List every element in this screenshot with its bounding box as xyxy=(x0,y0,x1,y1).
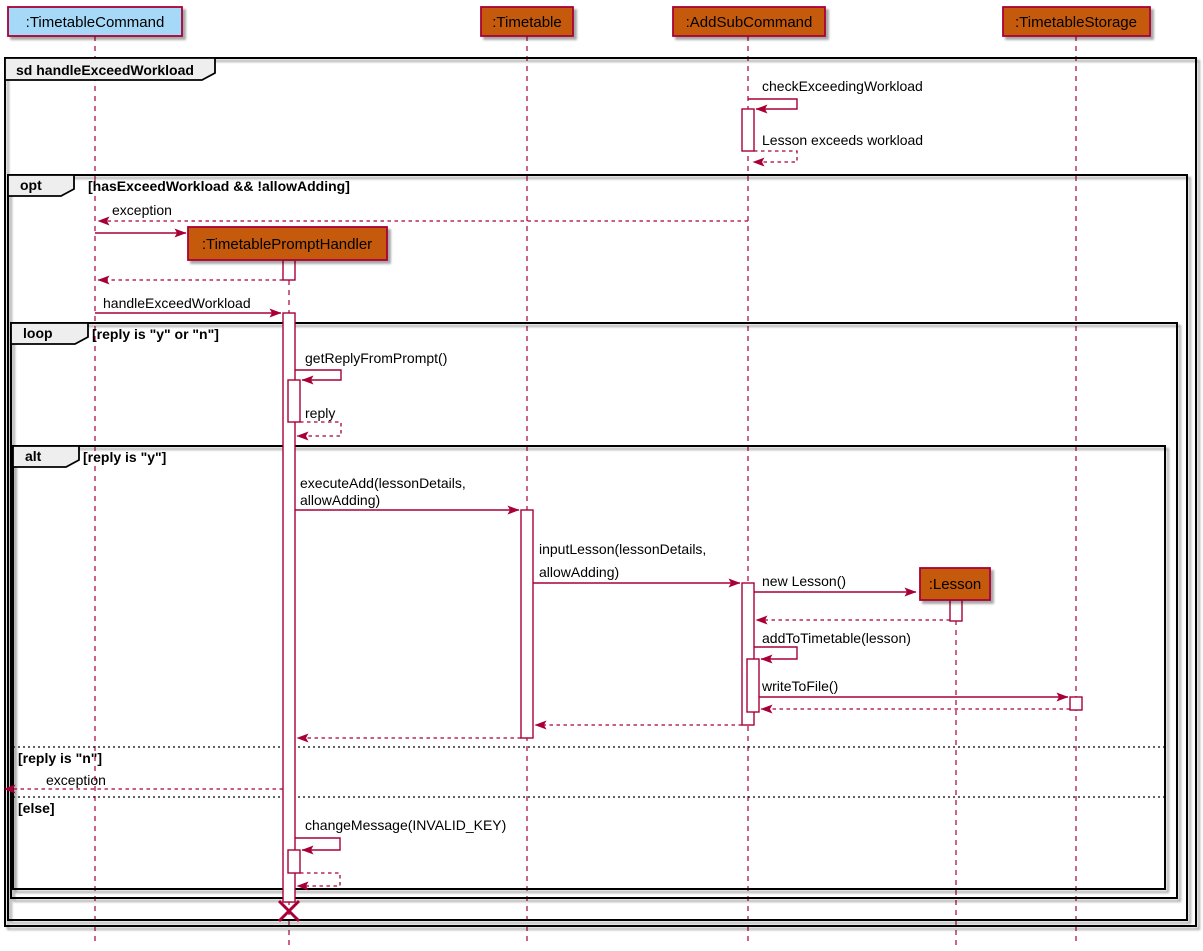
destroy-x-line-2 xyxy=(277,899,301,923)
frame-loop-guard: [reply is "y" or "n"] xyxy=(92,326,219,342)
message-arrow-lesson-exceeds-workload xyxy=(752,150,798,167)
participant-label-add-sub-command: :AddSubCommand xyxy=(686,14,813,31)
message-arrow-get-reply-from-prompt xyxy=(295,369,342,385)
message-arrow-add-to-timetable xyxy=(754,646,798,664)
message-label-execute-add-line2: allowAdding) xyxy=(300,492,380,508)
frame-loop xyxy=(10,322,1178,899)
message-arrow-change-message-return xyxy=(296,872,341,891)
message-label-input-lesson-line2: allowAdding) xyxy=(539,564,619,580)
message-label-execute-add-line1: executeAdd(lessonDetails, xyxy=(300,475,466,491)
frame-sd-label-pentagon xyxy=(4,57,216,81)
frame-alt-label-pentagon xyxy=(12,445,80,468)
message-label-exception-alt: exception xyxy=(46,772,106,788)
message-arrow-reply xyxy=(296,421,342,441)
lifelines xyxy=(94,36,1077,945)
participant-box-lesson xyxy=(919,567,991,601)
frame-loop-label: loop xyxy=(23,325,53,341)
message-label-handle-exceed-workload: handleExceedWorkload xyxy=(103,295,251,311)
frame-opt xyxy=(7,174,1188,921)
message-arrow-check-exceeding-workload xyxy=(748,98,798,114)
message-label-add-to-timetable: addToTimetable(lesson) xyxy=(762,630,911,646)
frame-alt-guard: [reply is "y"] xyxy=(83,449,166,465)
activation-prompthandler-getreply xyxy=(287,379,301,423)
message-label-change-message: changeMessage(INVALID_KEY) xyxy=(305,817,506,833)
frame-alt-label: alt xyxy=(25,448,42,464)
participant-label-timetable-prompt-handler: :TimetablePromptHandler xyxy=(202,236,372,253)
message-label-reply: reply xyxy=(305,405,335,421)
activation-prompthandler-create xyxy=(282,259,296,281)
activation-timetable-executeadd xyxy=(520,509,534,739)
activation-lesson xyxy=(949,599,963,622)
alt-section-label-reply-n: [reply is "n"] xyxy=(18,750,102,766)
participant-label-timetable: :Timetable xyxy=(492,14,561,31)
participant-box-timetable xyxy=(480,6,574,37)
message-label-lesson-exceeds-workload: Lesson exceeds workload xyxy=(762,132,923,148)
participant-box-add-sub-command xyxy=(672,6,826,37)
frame-opt-guard: [hasExceedWorkload && !allowAdding] xyxy=(88,178,350,194)
frame-opt-label: opt xyxy=(20,177,42,193)
message-label-write-to-file: writeToFile() xyxy=(761,678,838,694)
message-label-input-lesson-line1: inputLesson(lessonDetails, xyxy=(539,541,706,557)
message-arrow-change-message xyxy=(295,837,341,855)
activation-bars xyxy=(282,108,1083,903)
activation-addsubcommand-addtotimetable xyxy=(746,658,760,713)
frame-loop-label-pentagon xyxy=(10,322,89,345)
message-label-get-reply-from-prompt: getReplyFromPrompt() xyxy=(305,350,447,366)
participant-box-timetable-storage xyxy=(1002,6,1151,37)
frame-sd-title: sd handleExceedWorkload xyxy=(16,62,194,78)
message-label-check-exceeding-workload: checkExceedingWorkload xyxy=(762,78,923,94)
message-label-new-lesson: new Lesson() xyxy=(762,573,846,589)
destroy-marker-prompthandler xyxy=(277,899,301,923)
participant-label-lesson: :Lesson xyxy=(929,576,982,593)
participant-label-timetable-command: :TimetableCommand xyxy=(26,14,165,31)
frame-alt xyxy=(12,445,1166,890)
frame-sd xyxy=(4,57,1197,927)
message-label-exception-opt: exception xyxy=(112,202,172,218)
activation-addsubcommand-check xyxy=(741,108,755,152)
activation-prompthandler-main xyxy=(282,312,296,903)
frame-opt-label-pentagon xyxy=(7,174,75,197)
frames: sd handleExceedWorkload opt [hasExceedWo… xyxy=(4,57,1197,927)
participant-box-timetable-prompt-handler xyxy=(187,226,388,261)
participant-label-timetable-storage: :TimetableStorage xyxy=(1015,14,1137,31)
activation-timetablestorage-writetofile xyxy=(1069,696,1083,711)
messages: checkExceedingWorkload Lesson exceeds wo… xyxy=(3,78,1070,891)
alt-section-label-else: [else] xyxy=(18,800,55,816)
participants: :TimetableCommand :Timetable :AddSubComm… xyxy=(7,6,1151,601)
activation-prompthandler-changemessage xyxy=(287,849,301,874)
participant-box-timetable-command xyxy=(7,6,183,37)
